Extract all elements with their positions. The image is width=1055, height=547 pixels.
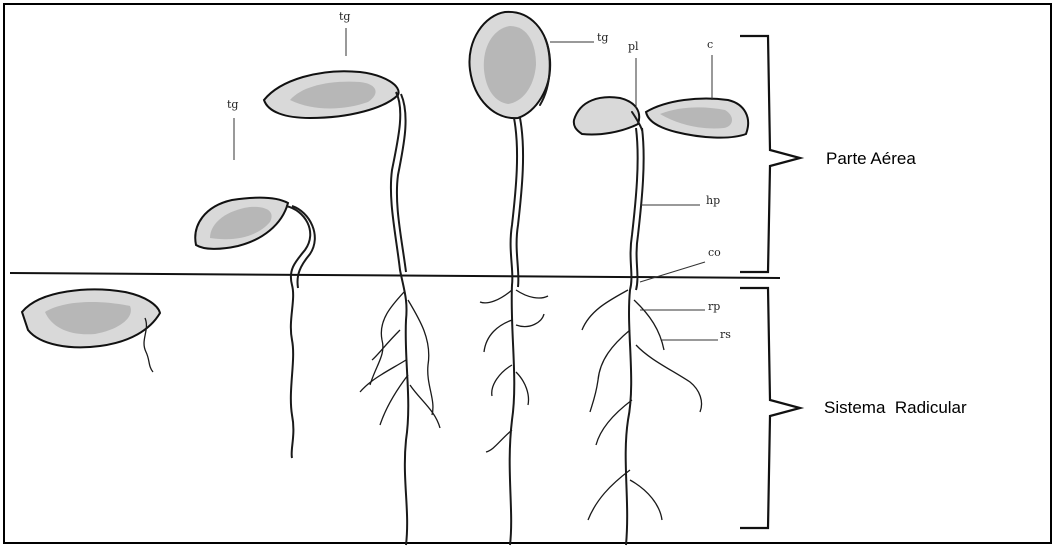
brace-root bbox=[740, 288, 800, 528]
label-rp: rp bbox=[640, 300, 720, 313]
soil-line bbox=[10, 273, 780, 278]
tg-label: tg bbox=[227, 98, 238, 111]
brace-aerial bbox=[740, 36, 800, 272]
region-label-aerial: Parte Aérea bbox=[826, 149, 916, 168]
label-hp: hp bbox=[640, 194, 720, 207]
label-rs: rs bbox=[662, 328, 731, 341]
label-tg-stage2: tg bbox=[227, 98, 238, 160]
label-tg-stage3: tg bbox=[339, 10, 350, 56]
co-label: co bbox=[708, 246, 721, 259]
label-pl: pl bbox=[628, 40, 639, 108]
region-label-root: Sistema Radicular bbox=[824, 398, 967, 417]
rs-label: rs bbox=[720, 328, 731, 341]
pl-label: pl bbox=[628, 40, 639, 53]
seedling-stage-3 bbox=[264, 71, 440, 545]
tg-label: tg bbox=[339, 10, 350, 23]
label-c: c bbox=[707, 38, 713, 100]
tg-label: tg bbox=[597, 31, 608, 44]
c-label: c bbox=[707, 38, 713, 51]
seedling-stage-1 bbox=[22, 289, 160, 372]
hp-label: hp bbox=[706, 194, 720, 207]
seedling-stage-4 bbox=[469, 12, 550, 545]
seedling-stage-2 bbox=[195, 198, 315, 458]
rp-label: rp bbox=[708, 300, 720, 313]
seedling-stage-5 bbox=[574, 97, 748, 545]
label-tg-stage4: tg bbox=[550, 31, 608, 44]
